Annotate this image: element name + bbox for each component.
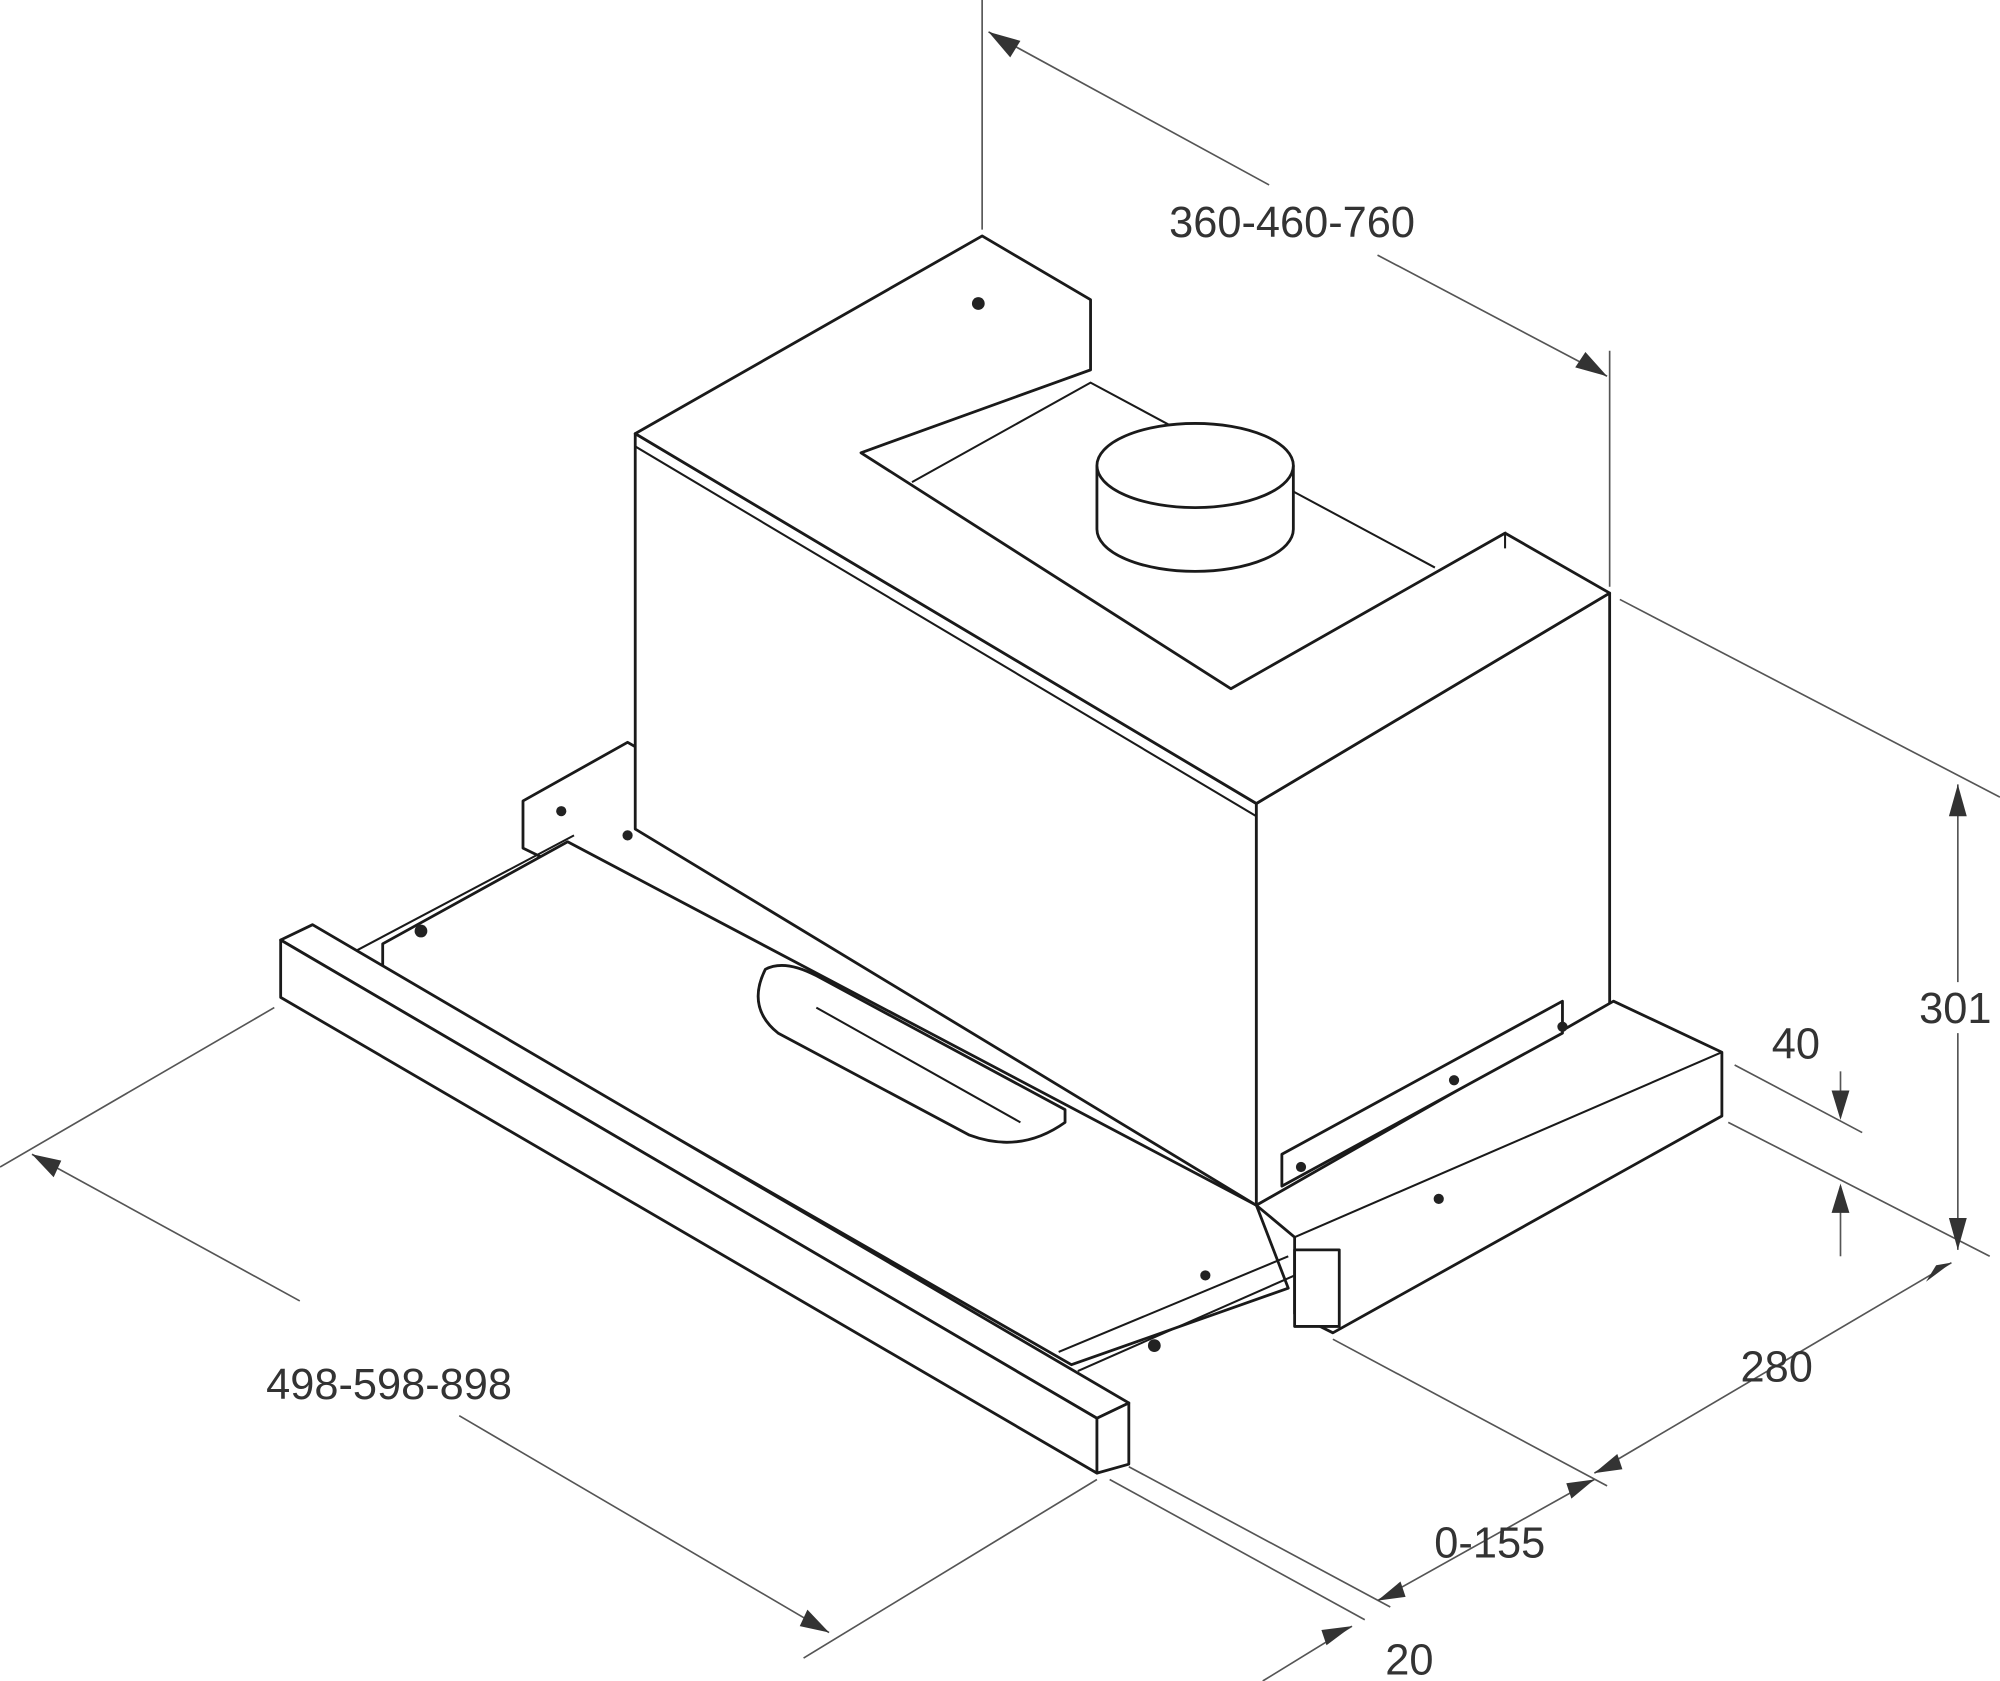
front-trim [279, 834, 1296, 1475]
right-base-block [1254, 999, 1724, 1335]
dim-depth-top: 360-460-760 [1169, 199, 1415, 247]
motor-housing [633, 234, 1612, 1207]
dim-width: 498-598-898 [266, 1361, 512, 1409]
handle-recess [756, 964, 1067, 1144]
dim-trim: 20 [1385, 1637, 1433, 1681]
dim-extension: 0-155 [1434, 1519, 1545, 1567]
dim-depth-base: 280 [1741, 1343, 1813, 1391]
dimension-arrows [31, 31, 1967, 1646]
screws [414, 297, 1568, 1352]
dim-front-height: 40 [1772, 1021, 1820, 1069]
dimension-labels: 360-460-760 301 40 280 0-155 20 498-598-… [266, 199, 1991, 1681]
dim-height: 301 [1919, 985, 1991, 1033]
exhaust-duct [1095, 422, 1295, 573]
